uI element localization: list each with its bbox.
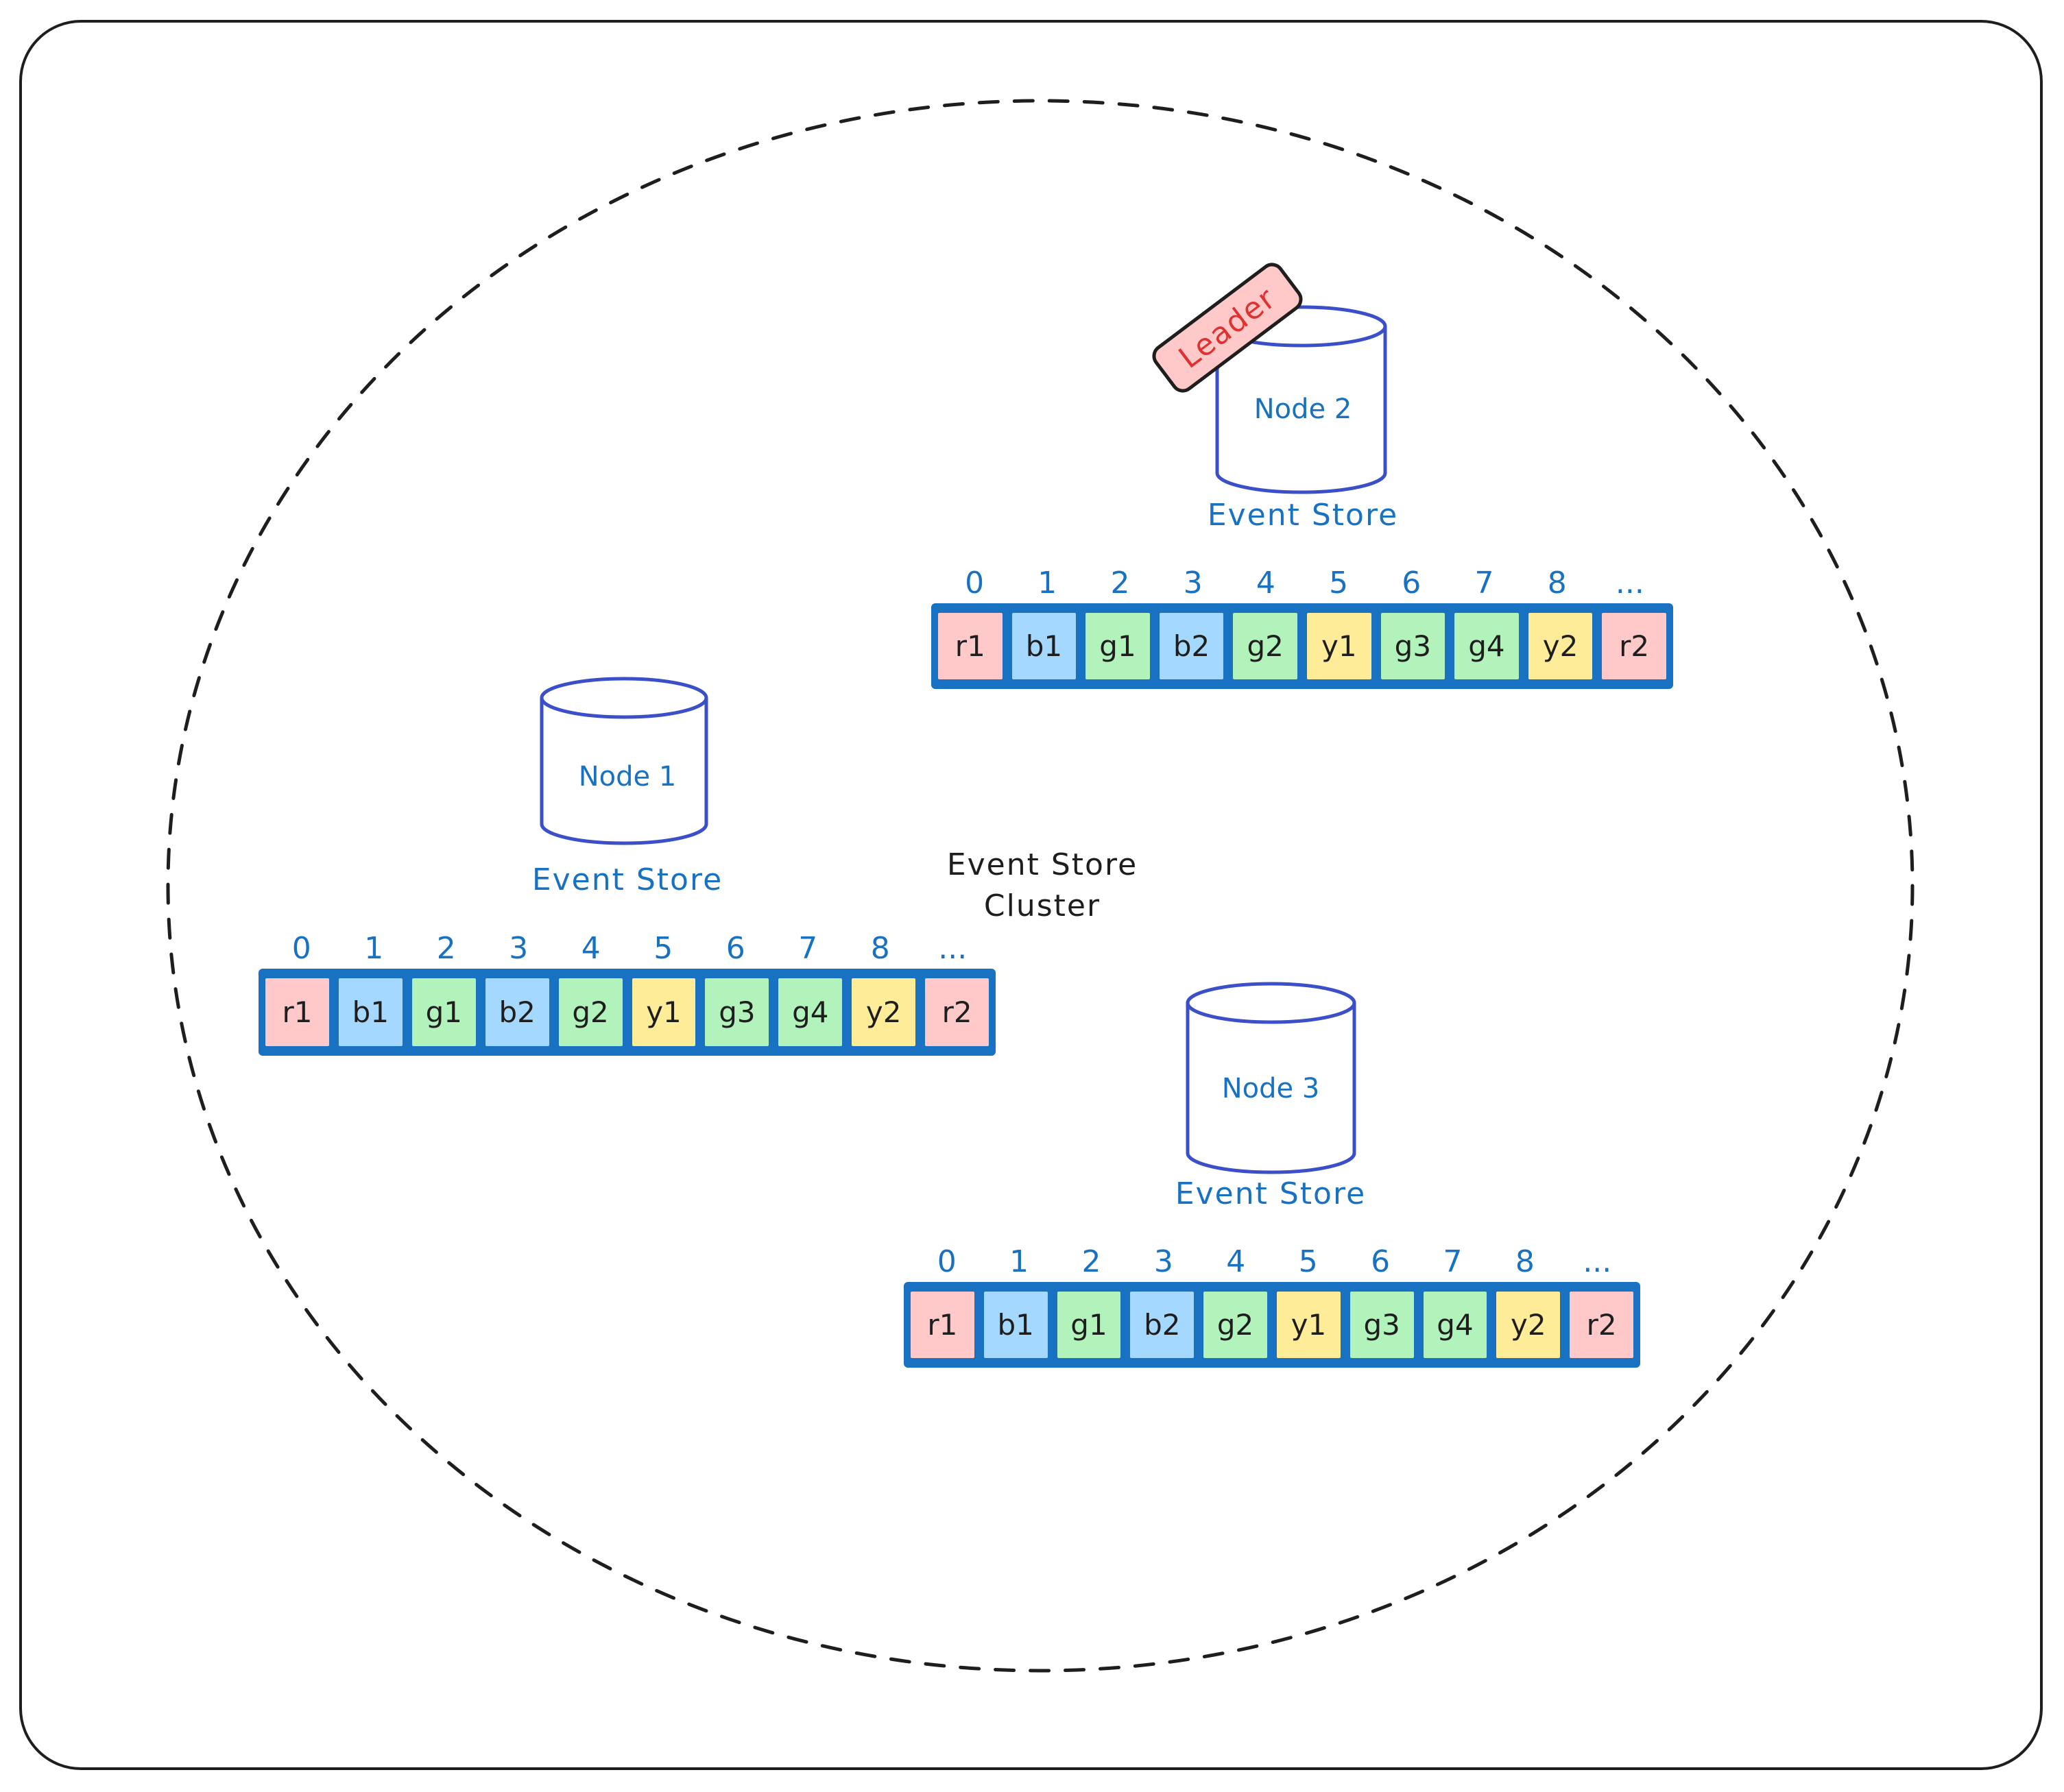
event-cell: g2 <box>1203 1292 1267 1358</box>
event-cell: g1 <box>1057 1292 1121 1358</box>
event-cell: r2 <box>925 978 989 1046</box>
event-cell: g3 <box>705 978 769 1046</box>
index-label: 2 <box>436 931 456 966</box>
index-label: 8 <box>1515 1244 1535 1279</box>
database-cylinder-icon <box>540 677 708 845</box>
index-label: 5 <box>1298 1244 1318 1279</box>
event-cell: y2 <box>1496 1292 1561 1358</box>
node-name: Node 3 <box>1221 1073 1320 1104</box>
index-label: 6 <box>1402 566 1421 601</box>
index-label: 3 <box>1153 1244 1173 1279</box>
index-label: 4 <box>1226 1244 1246 1279</box>
index-label: 6 <box>1371 1244 1391 1279</box>
event-cell: g4 <box>1454 613 1519 679</box>
store-label: Event Store <box>1207 498 1399 533</box>
event-cell: r1 <box>938 613 1003 679</box>
index-label: 0 <box>965 566 985 601</box>
index-label: 3 <box>1183 566 1203 601</box>
canvas-frame <box>19 20 2043 1770</box>
index-label: 7 <box>1443 1244 1463 1279</box>
event-cell: b1 <box>338 978 403 1046</box>
event-cell: g1 <box>411 978 476 1046</box>
index-label: 8 <box>870 931 890 966</box>
event-cell: y1 <box>1306 613 1371 679</box>
event-cell: g1 <box>1085 613 1150 679</box>
index-label: 0 <box>291 931 311 966</box>
event-cell: g4 <box>1423 1292 1487 1358</box>
index-label: 1 <box>1037 566 1057 601</box>
index-label: ... <box>938 931 968 966</box>
event-cell: y1 <box>1276 1292 1341 1358</box>
event-cell: b1 <box>983 1292 1048 1358</box>
cluster-label-line-1: Event Store <box>946 847 1138 882</box>
cluster-label: Event Store Cluster <box>947 845 1138 927</box>
node-name: Node 1 <box>578 761 677 792</box>
event-cell: g3 <box>1380 613 1445 679</box>
index-label: 5 <box>653 931 673 966</box>
event-cell: g4 <box>778 978 843 1046</box>
event-cell: y2 <box>852 978 916 1046</box>
event-cell: b2 <box>1159 613 1224 679</box>
cylinder-body <box>1186 1003 1356 1174</box>
cylinder-body <box>540 698 708 845</box>
event-cell: g3 <box>1349 1292 1414 1358</box>
cylinder-top <box>1186 982 1356 1024</box>
event-cell: y2 <box>1528 613 1593 679</box>
event-cell: b2 <box>485 978 549 1046</box>
index-label: ... <box>1583 1244 1612 1279</box>
index-label: 7 <box>1474 566 1494 601</box>
event-cell: r1 <box>911 1292 974 1358</box>
cluster-label-line-2: Cluster <box>983 888 1101 923</box>
event-cell: r1 <box>265 978 329 1046</box>
store-label: Event Store <box>1175 1176 1367 1211</box>
event-cell: b2 <box>1130 1292 1195 1358</box>
event-cell: r2 <box>1570 1292 1633 1358</box>
index-label: ... <box>1615 566 1644 601</box>
event-cell: r2 <box>1602 613 1666 679</box>
event-cell: g2 <box>1233 613 1297 679</box>
cluster-boundary <box>166 99 1915 1673</box>
index-label: 1 <box>364 931 384 966</box>
index-label: 1 <box>1009 1244 1029 1279</box>
index-label: 2 <box>1110 566 1130 601</box>
event-cell: b1 <box>1011 613 1077 679</box>
index-label: 3 <box>509 931 529 966</box>
index-label: 5 <box>1329 566 1349 601</box>
index-label: 4 <box>1256 566 1275 601</box>
node-name: Node 2 <box>1253 393 1352 425</box>
event-cell: y1 <box>632 978 696 1046</box>
cylinder-body <box>1215 326 1387 494</box>
index-label: 0 <box>937 1244 957 1279</box>
index-label: 6 <box>725 931 745 966</box>
database-cylinder-icon <box>1186 982 1356 1174</box>
cylinder-top <box>540 677 708 719</box>
index-label: 4 <box>581 931 601 966</box>
index-label: 7 <box>798 931 818 966</box>
index-label: 2 <box>1081 1244 1101 1279</box>
event-cell: g2 <box>558 978 623 1046</box>
store-label: Event Store <box>531 862 723 897</box>
index-label: 8 <box>1547 566 1567 601</box>
